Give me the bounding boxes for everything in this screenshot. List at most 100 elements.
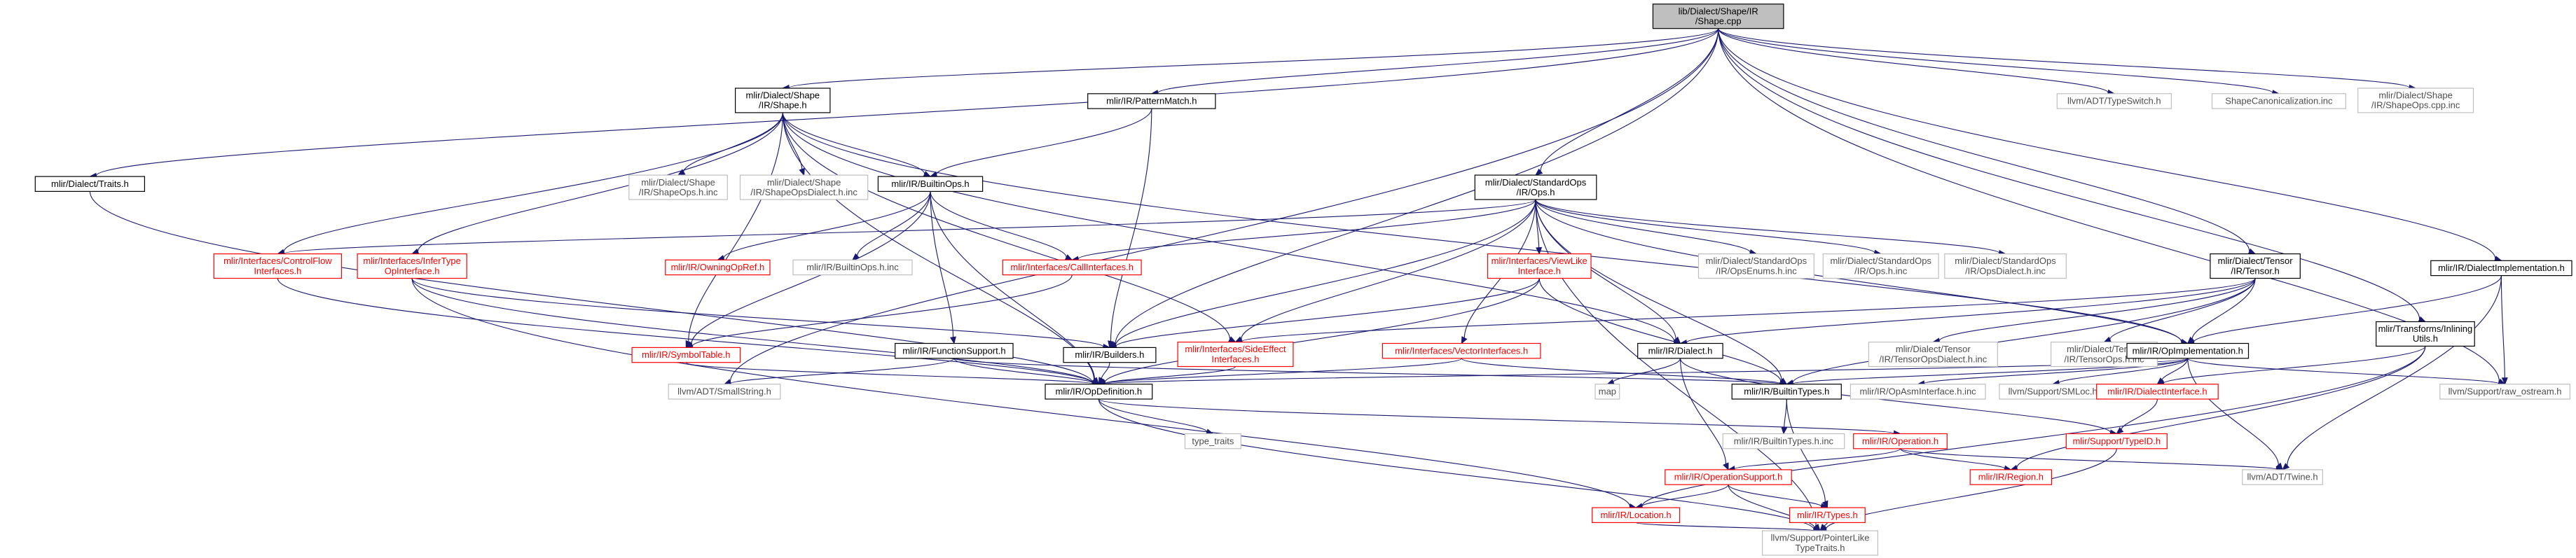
node-box bbox=[1087, 93, 1216, 109]
node-vectorinterfaces[interactable]: mlir/Interfaces/VectorInterfaces.h bbox=[1382, 342, 1541, 359]
node-box bbox=[739, 174, 869, 200]
include-edge-viewlike-to-builders bbox=[1108, 278, 1540, 350]
node-box bbox=[1063, 347, 1157, 363]
include-edge-builtintypes-to-builtintypeshinc bbox=[1781, 398, 1788, 435]
node-callinterfaces[interactable]: mlir/Interfaces/CallInterfaces.h bbox=[1002, 259, 1142, 276]
node-opsupport[interactable]: mlir/IR/OperationSupport.h bbox=[1665, 469, 1792, 485]
node-label-line: mlir/Dialect/StandardOps bbox=[1830, 256, 1931, 266]
node-box bbox=[1382, 342, 1541, 359]
node-label-line: mlir/IR/SymbolTable.h bbox=[642, 349, 730, 360]
node-label-line: /IR/ShapeOps.h.inc bbox=[639, 187, 718, 197]
node-box bbox=[1637, 342, 1723, 359]
node-label-line: lib/Dialect/Shape/IR bbox=[1679, 6, 1758, 17]
node-smloc: llvm/Support/SMLoc.h bbox=[1999, 384, 2107, 400]
include-edge-stdops-to-opshinc bbox=[1535, 199, 1882, 256]
node-shapeopsdialect: mlir/Dialect/Shape/IR/ShapeOpsDialect.h.… bbox=[739, 174, 869, 200]
node-box bbox=[1665, 469, 1792, 485]
node-typeid[interactable]: mlir/Support/TypeID.h bbox=[2065, 433, 2168, 449]
node-label-line: Interface.h bbox=[1517, 265, 1560, 276]
node-types-h[interactable]: mlir/IR/Types.h bbox=[1789, 507, 1866, 523]
node-label-line: mlir/Dialect/Tensor bbox=[2218, 256, 2294, 266]
node-label-line: mlir/Dialect/Tensor bbox=[1896, 344, 1971, 354]
node-dialectinterface[interactable]: mlir/IR/DialectInterface.h bbox=[2096, 384, 2219, 400]
include-edge-opdefinition-to-pointerlike bbox=[1098, 398, 1821, 533]
node-region[interactable]: mlir/IR/Region.h bbox=[1969, 469, 2052, 485]
node-operation-h[interactable]: mlir/IR/Operation.h bbox=[1853, 433, 1948, 449]
node-label-line: mlir/Dialect/StandardOps bbox=[1485, 177, 1587, 188]
include-edge-shape_h-to-opimpl bbox=[782, 112, 2189, 346]
node-box bbox=[357, 253, 467, 279]
include-edge-stdops-to-callinterfaces bbox=[1070, 199, 1536, 263]
node-builtintypeshinc: mlir/IR/BuiltinTypes.h.inc bbox=[1722, 433, 1845, 449]
include-edge-opimpl-to-dialectinterface bbox=[2156, 358, 2189, 385]
node-traits[interactable]: mlir/Dialect/Traits.h bbox=[34, 176, 146, 193]
node-shape-h[interactable]: mlir/Dialect/Shape/IR/Shape.h bbox=[734, 88, 831, 113]
include-edge-functionsupport-to-smallstring bbox=[723, 358, 955, 387]
node-dialect-h[interactable]: mlir/IR/Dialect.h bbox=[1637, 342, 1723, 359]
node-box bbox=[2211, 93, 2346, 109]
node-functionsupport[interactable]: mlir/IR/FunctionSupport.h bbox=[895, 342, 1014, 359]
node-label-line: TypeTraits.h bbox=[1795, 543, 1845, 553]
node-label-line: mlir/Interfaces/ViewLike bbox=[1492, 256, 1587, 266]
include-edge-root-to-shapeopscppinc bbox=[1718, 28, 2417, 91]
node-box bbox=[1853, 433, 1948, 449]
node-box bbox=[1002, 259, 1142, 276]
node-box bbox=[628, 174, 728, 200]
node-box bbox=[2242, 469, 2323, 485]
node-box bbox=[2056, 93, 2172, 109]
node-box bbox=[1697, 253, 1814, 279]
include-edge-opsupport-to-types_h bbox=[1728, 484, 1828, 510]
node-label-line: OpInterface.h bbox=[385, 265, 440, 276]
node-symboltable[interactable]: mlir/IR/SymbolTable.h bbox=[631, 347, 741, 363]
include-edge-builtinops-to-functionsupport bbox=[930, 191, 956, 344]
node-root[interactable]: lib/Dialect/Shape/IR/Shape.cpp bbox=[1652, 4, 1784, 29]
node-opdefinition[interactable]: mlir/IR/OpDefinition.h bbox=[1045, 384, 1153, 400]
include-edge-dialectimpl-to-rawostream bbox=[2500, 275, 2508, 385]
node-builtinops[interactable]: mlir/IR/BuiltinOps.h bbox=[877, 176, 984, 193]
node-opasminterface: mlir/IR/OpAsmInterface.h.inc bbox=[1850, 384, 1986, 400]
node-label-line: llvm/Support/raw_ostream.h bbox=[2448, 386, 2562, 397]
node-owningopref[interactable]: mlir/IR/OwningOpRef.h bbox=[665, 259, 771, 276]
include-edge-dialect_h-to-opsupport bbox=[1679, 358, 1729, 471]
node-builtintypes[interactable]: mlir/IR/BuiltinTypes.h bbox=[1731, 384, 1842, 400]
node-label-line: /IR/ShapeOps.cpp.inc bbox=[2371, 100, 2460, 111]
node-builders[interactable]: mlir/IR/Builders.h bbox=[1063, 347, 1157, 363]
include-edge-builtinops-to-builtinopshinc bbox=[852, 191, 931, 261]
node-box bbox=[1594, 384, 1620, 400]
include-edge-builders-to-opdefinition bbox=[1098, 362, 1110, 385]
node-label-line: /Shape.cpp bbox=[1695, 16, 1742, 27]
node-box bbox=[2430, 260, 2572, 277]
node-tensor-h[interactable]: mlir/Dialect/Tensor/IR/Tensor.h bbox=[2210, 253, 2301, 279]
node-dialectimpl[interactable]: mlir/IR/DialectImplementation.h bbox=[2430, 260, 2572, 277]
include-edge-vectorinterfaces-to-builtintypes bbox=[1461, 358, 1788, 387]
include-edge-dialectimpl-to-twine bbox=[2282, 275, 2502, 470]
node-label-line: Utils.h bbox=[2413, 333, 2438, 344]
node-box bbox=[1184, 433, 1241, 449]
node-patternmatch[interactable]: mlir/IR/PatternMatch.h bbox=[1087, 93, 1216, 109]
node-box bbox=[1731, 384, 1842, 400]
node-box bbox=[34, 176, 146, 193]
node-opimpl[interactable]: mlir/IR/OpImplementation.h bbox=[2126, 342, 2250, 359]
node-box bbox=[2357, 88, 2474, 113]
node-shapeopshinc: mlir/Dialect/Shape/IR/ShapeOps.h.inc bbox=[628, 174, 728, 200]
node-label-line: mlir/IR/Operation.h bbox=[1862, 435, 1938, 446]
node-location[interactable]: mlir/IR/Location.h bbox=[1592, 507, 1681, 523]
include-edge-root-to-builders bbox=[1108, 28, 1719, 349]
node-box bbox=[734, 88, 831, 113]
node-label-line: mlir/Dialect/Shape bbox=[767, 177, 841, 188]
node-box bbox=[877, 176, 984, 193]
node-shapeopscppinc: mlir/Dialect/Shape/IR/ShapeOps.cpp.inc bbox=[2357, 88, 2474, 113]
node-label-line: mlir/IR/Location.h bbox=[1601, 510, 1672, 520]
include-edge-infertype-to-builders bbox=[411, 278, 1111, 350]
node-stdops[interactable]: mlir/Dialect/StandardOps/IR/Ops.h bbox=[1474, 174, 1597, 200]
node-label-line: mlir/Dialect/Traits.h bbox=[51, 179, 129, 189]
node-label-line: mlir/Dialect/StandardOps bbox=[1706, 256, 1807, 266]
node-smallstring: llvm/ADT/SmallString.h bbox=[668, 384, 781, 400]
